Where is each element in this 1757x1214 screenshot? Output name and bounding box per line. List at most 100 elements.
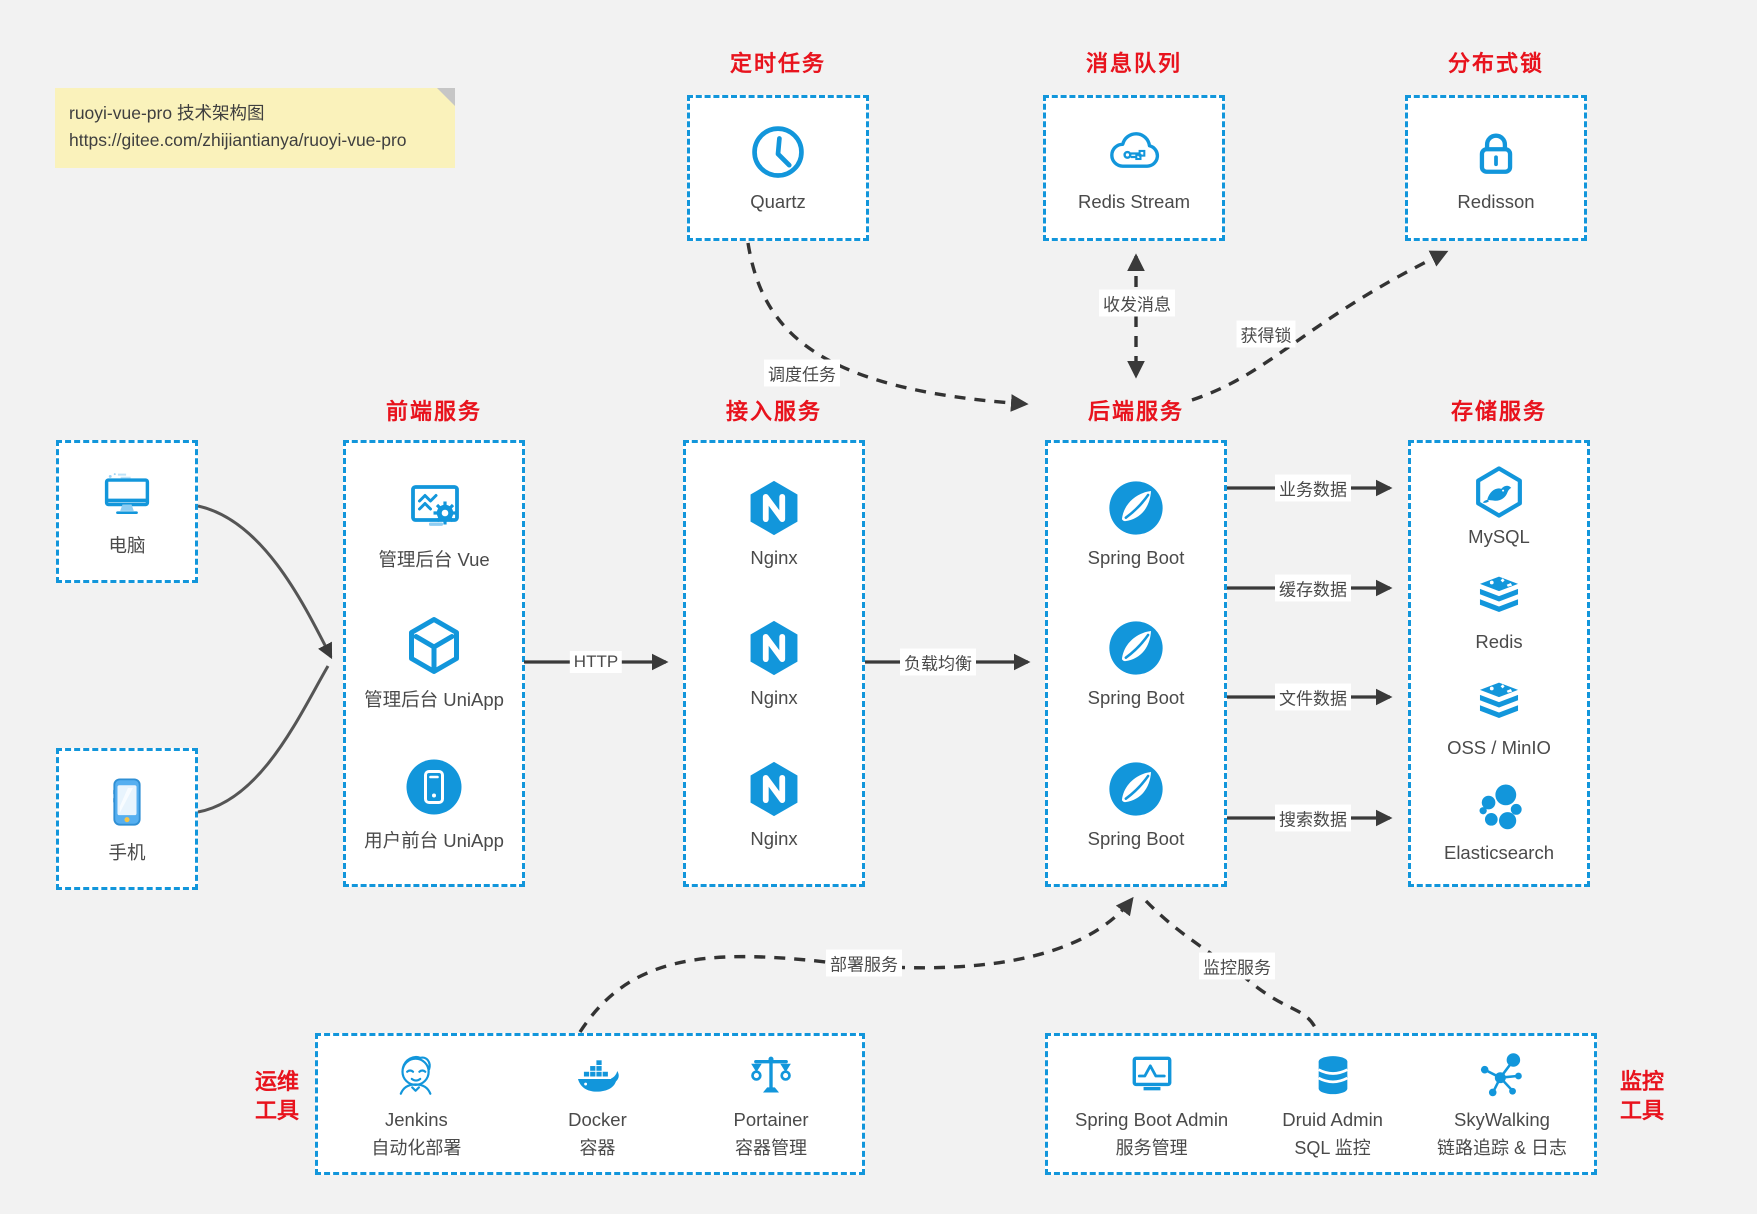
section-title-scheduled-jobs: 定时任务 — [729, 51, 827, 76]
docker-icon — [570, 1049, 624, 1103]
monitor-title-line2: 工具 — [1619, 1097, 1665, 1123]
group-box-storage: MySQL Redis OSS / MinIO Elasticsearch — [1408, 440, 1590, 887]
node-springboot-2: Spring Boot — [1087, 617, 1185, 709]
node-label: Jenkins — [385, 1108, 448, 1130]
edge-label-messages: 收发消息 — [1099, 289, 1175, 317]
node-label: Elasticsearch — [1443, 841, 1554, 863]
edge-label-schedule: 调度任务 — [764, 359, 840, 387]
portainer-icon — [744, 1049, 798, 1103]
clock-icon — [748, 123, 808, 183]
node-druid-admin: Druid Admin SQL 监控 — [1282, 1049, 1383, 1160]
ops-title-line1: 运维 — [254, 1069, 300, 1094]
edge-label-load-balance: 负载均衡 — [900, 648, 976, 676]
spring-icon — [1105, 477, 1167, 539]
mysql-icon — [1470, 463, 1528, 521]
node-sublabel: 容器 — [579, 1137, 616, 1158]
node-label: Redis — [1475, 631, 1523, 653]
node-sublabel: 自动化部署 — [371, 1137, 462, 1158]
node-redisson: Redisson — [1457, 123, 1535, 213]
section-title-monitor-tools: 监控 工具 — [1620, 1068, 1664, 1125]
client-box-pc: 电脑 — [56, 440, 198, 583]
edge-label-business-data: 业务数据 — [1275, 474, 1351, 502]
node-label: Druid Admin — [1282, 1108, 1383, 1130]
group-box-access: Nginx Nginx Nginx — [683, 440, 865, 887]
node-springboot-1: Spring Boot — [1087, 477, 1185, 569]
monitor-pulse-icon — [1125, 1049, 1179, 1103]
group-box-scheduled-jobs: Quartz — [687, 95, 869, 241]
section-title-distributed-lock: 分布式锁 — [1447, 51, 1545, 76]
database-icon — [1306, 1049, 1360, 1103]
group-box-message-queue: Redis Stream — [1043, 95, 1225, 241]
group-box-monitor-tools: Spring Boot Admin 服务管理 Druid Admin SQL 监… — [1045, 1033, 1597, 1175]
section-title-backend: 后端服务 — [1087, 399, 1185, 424]
section-title-access: 接入服务 — [725, 399, 823, 424]
topology-icon — [1475, 1049, 1529, 1103]
section-title-ops-tools: 运维 工具 — [255, 1068, 299, 1125]
node-mysql: MySQL — [1468, 463, 1530, 548]
node-portainer: Portainer 容器管理 — [734, 1049, 809, 1160]
node-redis-stream: Redis Stream — [1078, 123, 1190, 213]
note-fold-corner — [437, 88, 455, 106]
node-label: OSS / MinIO — [1447, 736, 1551, 758]
phone-circle-icon — [402, 755, 466, 819]
node-label: Spring Boot — [1087, 687, 1185, 709]
node-skywalking: SkyWalking 链路追踪 & 日志 — [1437, 1049, 1567, 1160]
node-label: Spring Boot Admin — [1074, 1108, 1229, 1130]
node-label: Redis Stream — [1077, 191, 1191, 212]
ops-title-line2: 工具 — [254, 1097, 300, 1123]
node-nginx-2: Nginx — [743, 617, 805, 709]
node-label: MySQL — [1468, 526, 1530, 548]
edge-label-lock: 获得锁 — [1236, 320, 1296, 348]
edge-label-monitor: 监控服务 — [1199, 952, 1275, 980]
edge-label-search-data: 搜索数据 — [1275, 804, 1351, 832]
node-sublabel: 容器管理 — [735, 1137, 808, 1158]
computer-icon — [98, 466, 156, 524]
node-mobile: 手机 — [98, 773, 156, 865]
lock-icon — [1466, 123, 1526, 183]
client-box-mobile: 手机 — [56, 748, 198, 890]
storage-stack-icon — [1470, 674, 1528, 732]
node-pc: 电脑 — [98, 466, 156, 558]
jenkins-icon — [389, 1049, 443, 1103]
cloud-circuit-icon — [1104, 123, 1164, 183]
node-label: 电脑 — [108, 534, 146, 556]
group-box-backend: Spring Boot Spring Boot Spring Boot — [1045, 440, 1227, 887]
node-springboot-admin: Spring Boot Admin 服务管理 — [1075, 1049, 1228, 1160]
monitor-gear-icon — [402, 474, 466, 538]
node-redis: Redis — [1470, 568, 1528, 653]
note-url: https://gitee.com/zhijiantianya/ruoyi-vu… — [69, 130, 407, 151]
node-springboot-3: Spring Boot — [1088, 758, 1184, 850]
node-user-uniapp: 用户前台 UniApp — [364, 755, 504, 853]
node-label: Nginx — [750, 687, 798, 709]
spring-icon — [1105, 617, 1167, 679]
redis-icon — [1470, 568, 1528, 626]
edge-pc-to-frontend — [197, 504, 333, 660]
node-label: Docker — [568, 1108, 627, 1130]
node-jenkins: Jenkins 自动化部署 — [371, 1049, 461, 1160]
node-oss-minio: OSS / MinIO — [1447, 674, 1551, 759]
group-box-ops-tools: Jenkins 自动化部署 Docker 容器 Portainer 容器管理 — [315, 1033, 865, 1175]
node-label: Nginx — [750, 547, 798, 569]
node-docker: Docker 容器 — [568, 1049, 627, 1160]
node-quartz: Quartz — [748, 123, 808, 213]
group-box-distributed-lock: Redisson — [1405, 95, 1587, 241]
nginx-icon — [743, 477, 805, 539]
node-label: SkyWalking — [1453, 1108, 1550, 1130]
node-label: 管理后台 UniApp — [364, 689, 504, 711]
node-sublabel: 链路追踪 & 日志 — [1436, 1137, 1567, 1158]
node-elasticsearch: Elasticsearch — [1444, 779, 1554, 864]
node-label: Portainer — [733, 1108, 809, 1130]
node-admin-uniapp: 管理后台 UniApp — [364, 614, 504, 712]
nginx-icon — [743, 617, 805, 679]
smartphone-icon — [98, 773, 156, 831]
monitor-title-line1: 监控 — [1619, 1069, 1665, 1094]
edge-label-http: HTTP — [569, 651, 623, 673]
node-label: Spring Boot — [1087, 547, 1185, 569]
cube-icon — [402, 614, 466, 678]
node-nginx-1: Nginx — [743, 477, 805, 569]
note-title: ruoyi-vue-pro 技术架构图 — [69, 103, 265, 123]
edge-mobile-to-frontend — [197, 665, 330, 814]
edge-label-file-data: 文件数据 — [1275, 683, 1351, 711]
spring-icon — [1105, 758, 1167, 820]
node-nginx-3: Nginx — [743, 758, 805, 850]
